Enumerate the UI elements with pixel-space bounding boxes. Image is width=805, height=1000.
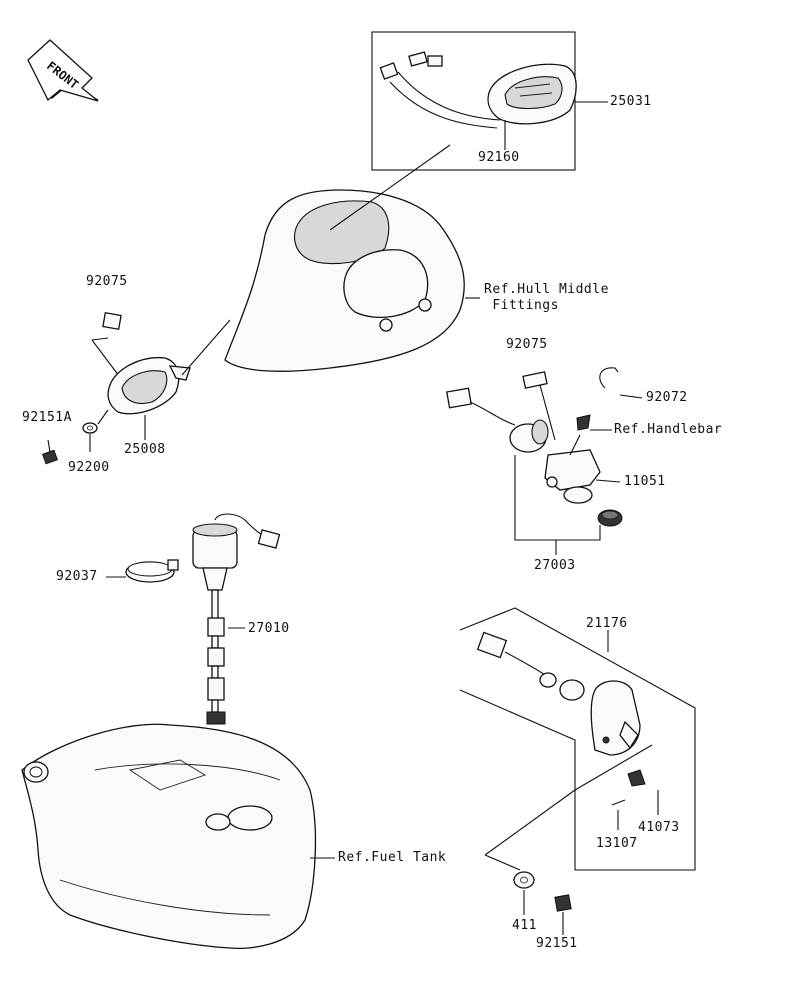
label-411: 411 <box>512 918 537 933</box>
washer-411 <box>513 871 535 915</box>
label-27003: 27003 <box>534 558 576 573</box>
label-ref-fuel-tank: Ref.Fuel Tank <box>338 850 447 865</box>
label-13107: 13107 <box>596 836 638 851</box>
bracket-25008 <box>91 311 231 440</box>
bolt-92151 <box>554 894 572 935</box>
label-92151A: 92151A <box>22 410 72 425</box>
label-92160: 92160 <box>478 150 520 165</box>
label-41073: 41073 <box>638 820 680 835</box>
label-ref-handlebar: Ref.Handlebar <box>614 422 723 437</box>
label-92151: 92151 <box>536 936 578 951</box>
label-92075-a: 92075 <box>86 274 128 289</box>
label-11051: 11051 <box>624 474 666 489</box>
label-ref-hull: Ref.Hull Middle Fittings <box>484 282 609 313</box>
label-92037: 92037 <box>56 569 98 584</box>
label-92072: 92072 <box>646 390 688 405</box>
fuel-tank <box>21 723 335 950</box>
bolt-92151A <box>42 439 58 465</box>
washer-92200 <box>82 409 109 452</box>
hull-middle-fittings <box>224 144 480 372</box>
label-92075-b: 92075 <box>506 337 548 352</box>
label-27010: 27010 <box>248 621 290 636</box>
sensor-assembly-21176 <box>459 607 696 871</box>
front-arrow-icon: FRONT <box>27 39 99 102</box>
clamp-92037 <box>106 559 179 583</box>
label-25031: 25031 <box>610 94 652 109</box>
meter-assembly-25031 <box>371 31 608 171</box>
label-21176: 21176 <box>586 616 628 631</box>
switch-assembly-27003 <box>446 367 643 555</box>
label-92200: 92200 <box>68 460 110 475</box>
label-25008: 25008 <box>124 442 166 457</box>
